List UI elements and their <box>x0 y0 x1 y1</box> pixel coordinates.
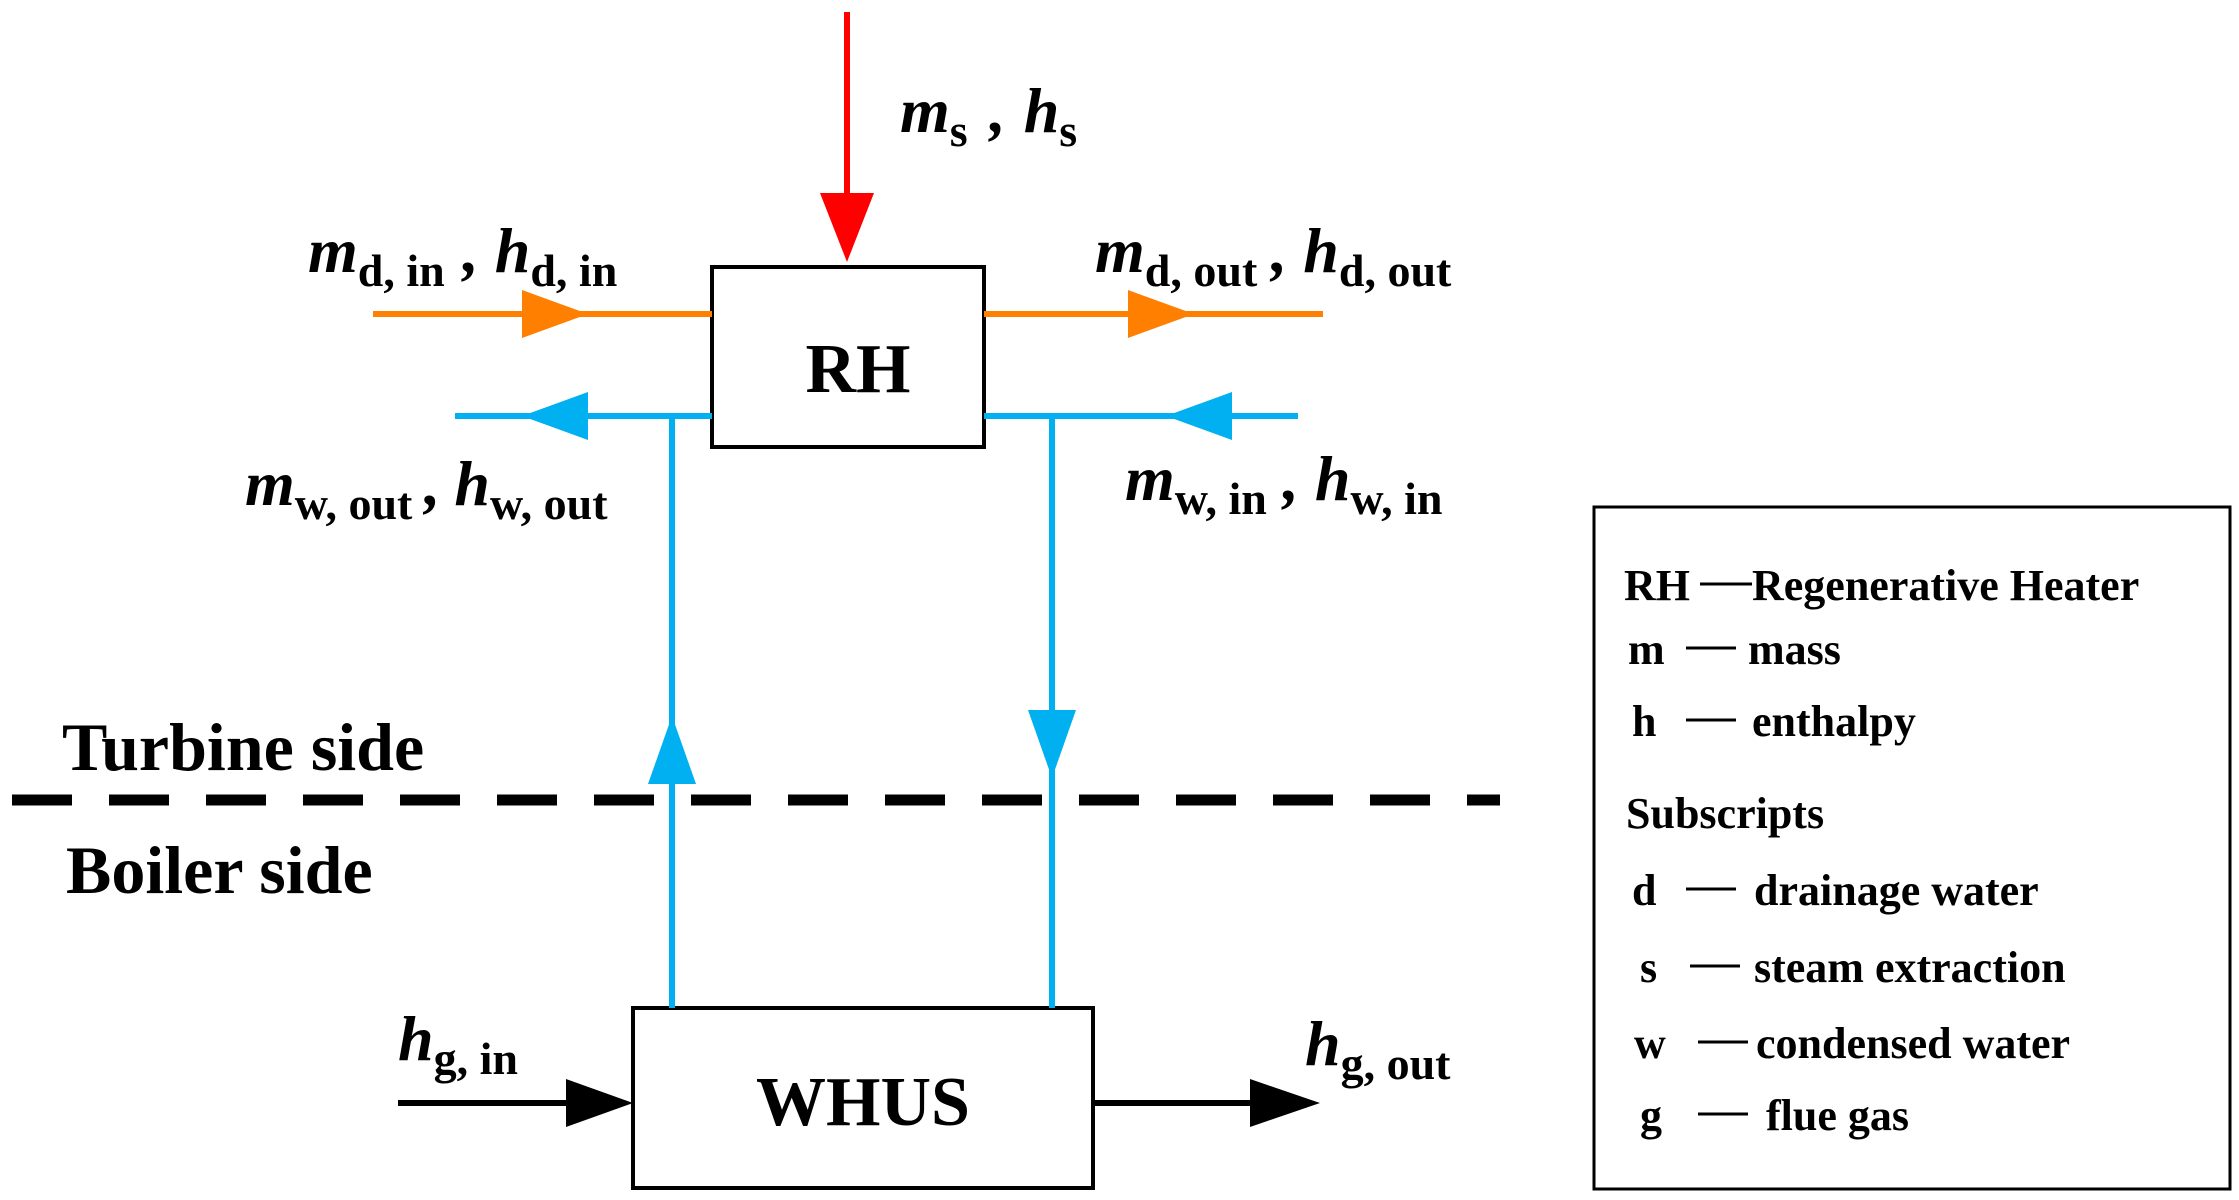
svg-text:md, in,hd, in: md, in,hd, in <box>308 215 617 296</box>
flue-gas-in-label: hg, in <box>398 1003 518 1084</box>
legend-box <box>1592 505 2232 1191</box>
svg-text:s: s <box>1640 943 1657 992</box>
svg-text:hg, in: hg, in <box>398 1003 518 1084</box>
svg-text:mw, in,hw, in: mw, in,hw, in <box>1125 443 1442 524</box>
drainage-out-label: md, out,hd, out <box>1095 215 1452 296</box>
water-in-label: mw, in,hw, in <box>1125 443 1442 524</box>
flue-gas-out-arrowhead <box>1250 1079 1320 1127</box>
legend-entry-h: h enthalpy <box>1632 697 1916 746</box>
turbine-side-label: Turbine side <box>62 709 424 785</box>
drainage-out-arrowhead <box>1128 290 1194 338</box>
svg-text:RH: RH <box>1624 561 1690 610</box>
svg-text:m: m <box>1628 625 1665 674</box>
svg-text:ms,hs: ms,hs <box>900 75 1077 156</box>
svg-text:md, out,hd, out: md, out,hd, out <box>1095 215 1452 296</box>
steam-extraction-line <box>820 12 874 262</box>
svg-text:w: w <box>1634 1019 1666 1068</box>
steam-label: ms,hs <box>900 75 1077 156</box>
drainage-in-line <box>373 290 712 338</box>
legend-subscript-g: g flue gas <box>1640 1091 1909 1140</box>
svg-text:enthalpy: enthalpy <box>1752 697 1916 746</box>
legend-subscript-s: s steam extraction <box>1640 943 2066 992</box>
svg-text:h: h <box>1632 697 1656 746</box>
drainage-in-label: md, in,hd, in <box>308 215 617 296</box>
svg-text:g: g <box>1640 1091 1662 1140</box>
svg-text:hg, out: hg, out <box>1305 1008 1451 1089</box>
svg-text:drainage water: drainage water <box>1754 866 2039 915</box>
legend-subscripts-title: Subscripts <box>1626 789 1824 838</box>
water-in-line <box>984 392 1298 440</box>
drainage-out-line <box>984 290 1323 338</box>
legend-subscript-d: d drainage water <box>1632 866 2039 915</box>
water-out-label: mw, out,hw, out <box>245 448 608 529</box>
svg-text:mw, out,hw, out: mw, out,hw, out <box>245 448 608 529</box>
flue-gas-in-arrowhead <box>566 1079 633 1127</box>
svg-text:d: d <box>1632 866 1656 915</box>
legend-subscript-w: w condensed water <box>1634 1019 2070 1068</box>
svg-text:mass: mass <box>1748 625 1841 674</box>
flue-gas-out-line <box>1093 1079 1320 1127</box>
water-in-arrowhead <box>1166 392 1232 440</box>
steam-arrowhead <box>820 193 874 262</box>
rh-label: RH <box>806 331 911 408</box>
legend-entry-m: m mass <box>1628 625 1841 674</box>
water-riser-arrowhead <box>648 716 696 784</box>
svg-text:condensed water: condensed water <box>1756 1019 2070 1068</box>
water-downcomer-arrowhead <box>1028 710 1076 778</box>
svg-text:Regenerative Heater: Regenerative Heater <box>1752 561 2139 610</box>
rh-block <box>710 265 986 449</box>
legend: RH Regenerative Heater m mass h enthalpy… <box>1592 505 2232 1191</box>
whus-label: WHUS <box>756 1064 970 1141</box>
drainage-in-arrowhead <box>522 290 588 338</box>
water-riser-line <box>648 416 696 1008</box>
water-out-arrowhead <box>522 392 588 440</box>
flue-gas-in-line <box>398 1079 633 1127</box>
boiler-side-label: Boiler side <box>66 832 373 908</box>
water-downcomer-line <box>1028 416 1076 1008</box>
legend-entry-rh: RH Regenerative Heater <box>1624 561 2139 610</box>
svg-text:flue gas: flue gas <box>1766 1091 1909 1140</box>
whus-block <box>631 1006 1095 1190</box>
svg-text:steam extraction: steam extraction <box>1754 943 2066 992</box>
flue-gas-out-label: hg, out <box>1305 1008 1451 1089</box>
